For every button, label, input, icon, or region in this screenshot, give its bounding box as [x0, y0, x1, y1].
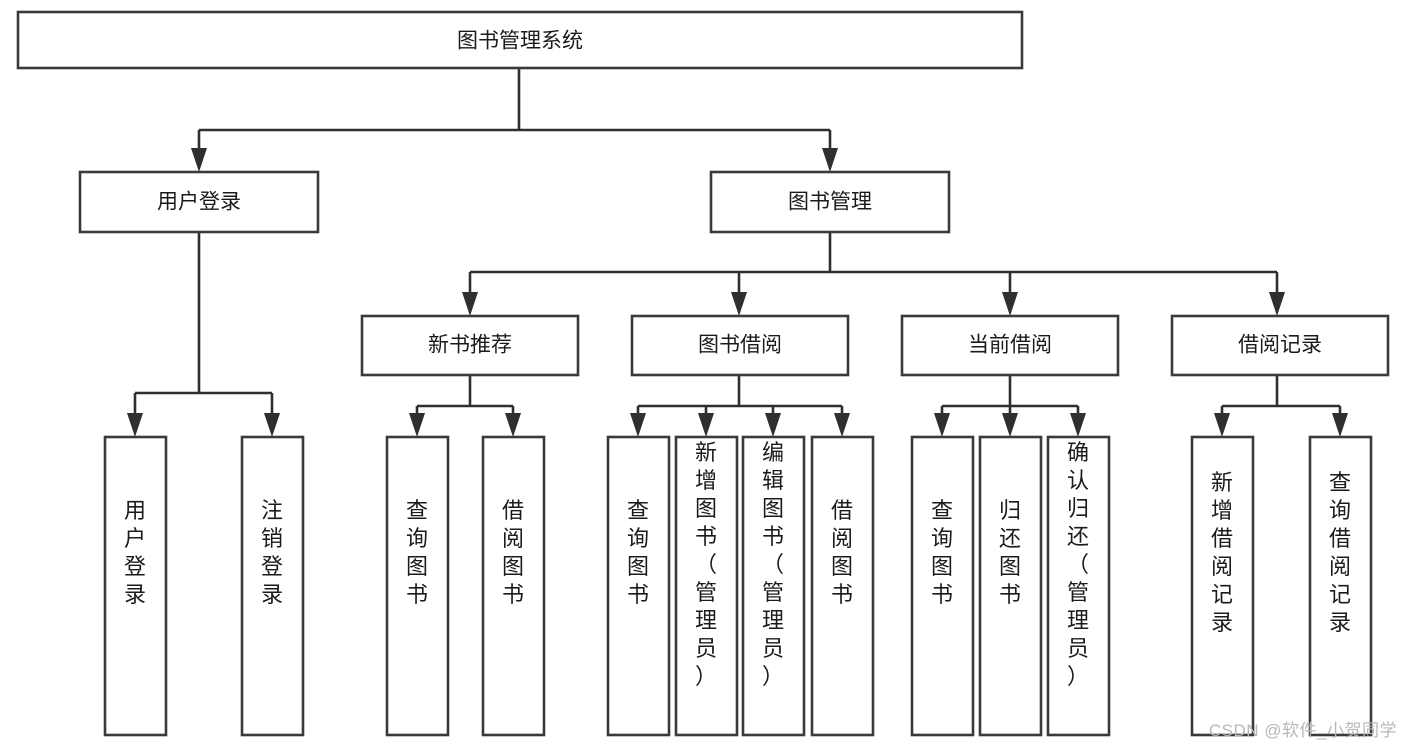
leaf-query-book-3-label: 查询图书	[931, 498, 953, 607]
leaf-add-book[interactable]: 新增图书（管理员）	[674, 435, 739, 737]
leaf-query-book-1-label: 查询图书	[406, 498, 428, 607]
node-book-manage-box[interactable]	[709, 170, 951, 234]
leaf-borrow-book-2-box[interactable]	[810, 435, 875, 737]
node-new-book-rec-label: 新书推荐	[428, 334, 512, 357]
leaf-add-record-box[interactable]	[1190, 435, 1255, 737]
node-current-borrow-box[interactable]	[900, 314, 1120, 377]
arrow-to-leaf-borrow-book-2	[834, 413, 850, 437]
node-borrow-record-label: 借阅记录	[1238, 334, 1322, 357]
arrow-to-leaf-user-logout	[264, 413, 280, 437]
node-new-book-rec-box[interactable]	[360, 314, 580, 377]
connector-root-to-level2	[197, 68, 832, 160]
connector-group	[127, 68, 1348, 437]
leaf-query-book-2[interactable]: 查询图书	[606, 435, 671, 737]
arrow-to-leaf-query-book-1	[409, 413, 425, 437]
leaf-borrow-book-1-label: 借阅图书	[502, 498, 524, 607]
leaf-borrow-book-1-box[interactable]	[481, 435, 546, 737]
arrow-to-leaf-return-book	[1002, 413, 1018, 437]
leaf-user-logout-label: 注销登录	[261, 498, 283, 607]
arrow-to-book-borrow	[731, 292, 747, 316]
node-user-login-box[interactable]	[78, 170, 320, 234]
node-root-label: 图书管理系统	[457, 30, 583, 53]
arrow-to-leaf-edit-book	[765, 413, 781, 437]
arrow-to-borrow-record	[1269, 292, 1285, 316]
leaf-user-login-label: 用户登录	[124, 498, 146, 607]
node-current-borrow-label: 当前借阅	[968, 334, 1052, 357]
leaf-borrow-book-2[interactable]: 借阅图书	[810, 435, 875, 737]
node-current-borrow[interactable]: 当前借阅	[900, 314, 1120, 377]
watermark-text: CSDN @软件_小贺同学	[1208, 721, 1397, 740]
leaf-user-logout-box[interactable]	[240, 435, 305, 737]
connector-book-manage-bus	[468, 232, 1279, 304]
leaf-query-book-1[interactable]: 查询图书	[385, 435, 450, 737]
connector-user-login-bus	[133, 232, 274, 425]
leaf-add-book-box[interactable]	[674, 435, 739, 737]
arrow-to-leaf-add-book	[698, 413, 714, 437]
node-borrow-record-box[interactable]	[1170, 314, 1390, 377]
arrow-to-leaf-query-record	[1332, 413, 1348, 437]
connector-borrow-record-bus	[1220, 375, 1342, 425]
leaf-confirm-return[interactable]: 确认归还（管理员）	[1046, 435, 1111, 737]
leaf-query-record-box[interactable]	[1308, 435, 1373, 737]
leaf-add-record-label: 新增借阅记录	[1211, 470, 1233, 635]
leaf-borrow-book-1[interactable]: 借阅图书	[481, 435, 546, 737]
leaf-query-book-2-box[interactable]	[606, 435, 671, 737]
leaf-query-record-label: 查询借阅记录	[1329, 470, 1351, 635]
node-user-login[interactable]: 用户登录	[78, 170, 320, 234]
leaf-query-book-2-label: 查询图书	[627, 498, 649, 607]
leaf-return-book-box[interactable]	[978, 435, 1043, 737]
node-book-manage-label: 图书管理	[788, 191, 872, 214]
connector-new-book-rec-bus	[415, 375, 515, 425]
arrow-to-book-manage	[822, 148, 838, 172]
leaf-query-book-3[interactable]: 查询图书	[910, 435, 975, 737]
node-book-borrow[interactable]: 图书借阅	[630, 314, 850, 377]
arrow-to-new-book-rec	[462, 292, 478, 316]
leaf-user-login[interactable]: 用户登录	[103, 435, 168, 737]
arrow-to-user-login	[191, 148, 207, 172]
arrow-to-leaf-borrow-book-1	[505, 413, 521, 437]
leaf-edit-book[interactable]: 编辑图书（管理员）	[741, 435, 806, 737]
node-borrow-record[interactable]: 借阅记录	[1170, 314, 1390, 377]
leaf-query-record[interactable]: 查询借阅记录	[1308, 435, 1373, 737]
node-new-book-rec[interactable]: 新书推荐	[360, 314, 580, 377]
node-user-login-label: 用户登录	[157, 191, 241, 214]
leaf-confirm-return-label: 确认归还（管理员）	[1067, 440, 1089, 689]
node-book-borrow-label: 图书借阅	[698, 334, 782, 357]
arrow-to-leaf-query-book-2	[630, 413, 646, 437]
node-book-borrow-box[interactable]	[630, 314, 850, 377]
arrow-to-current-borrow	[1002, 292, 1018, 316]
leaf-edit-book-label: 编辑图书（管理员）	[762, 440, 784, 689]
node-root[interactable]: 图书管理系统	[16, 10, 1024, 70]
arrow-to-leaf-confirm-return	[1070, 413, 1086, 437]
arrow-to-leaf-query-book-3	[934, 413, 950, 437]
leaf-confirm-return-box[interactable]	[1046, 435, 1111, 737]
arrow-to-leaf-add-record	[1214, 413, 1230, 437]
leaf-borrow-book-2-label: 借阅图书	[831, 498, 853, 607]
leaf-query-book-3-box[interactable]	[910, 435, 975, 737]
leaf-edit-book-box[interactable]	[741, 435, 806, 737]
leaf-user-login-box[interactable]	[103, 435, 168, 737]
leaf-return-book-label: 归还图书	[999, 498, 1021, 607]
leaf-query-book-1-box[interactable]	[385, 435, 450, 737]
leaf-add-record[interactable]: 新增借阅记录	[1190, 435, 1255, 737]
leaf-add-book-label: 新增图书（管理员）	[695, 440, 717, 689]
connector-book-borrow-bus	[636, 375, 844, 425]
leaf-user-logout[interactable]: 注销登录	[240, 435, 305, 737]
node-book-manage[interactable]: 图书管理	[709, 170, 951, 234]
arrow-to-leaf-user-login	[127, 413, 143, 437]
node-root-box[interactable]	[16, 10, 1024, 70]
leaf-return-book[interactable]: 归还图书	[978, 435, 1043, 737]
